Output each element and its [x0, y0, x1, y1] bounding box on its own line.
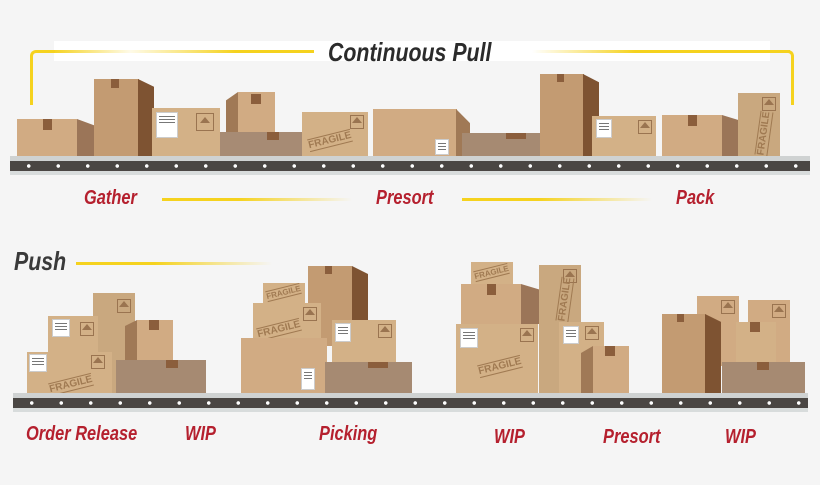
- box: FRAGILE: [302, 112, 368, 156]
- box: [220, 132, 302, 156]
- pull-title-banner: [54, 41, 770, 61]
- box: FRAGILE: [471, 262, 513, 284]
- box: [722, 115, 742, 156]
- box: [722, 362, 805, 393]
- box: [137, 320, 173, 360]
- pull-bracket-left: [30, 50, 55, 105]
- fragile-stamp: FRAGILE: [555, 276, 575, 323]
- box: [152, 108, 220, 156]
- push-stage-wip-1: WIP: [185, 423, 216, 445]
- box: [325, 362, 412, 393]
- push-conveyor-belt: [13, 393, 808, 412]
- box: FRAGILE: [456, 324, 538, 393]
- pull-line-left: [52, 50, 314, 53]
- box: [77, 119, 97, 156]
- box: [581, 346, 593, 393]
- fragile-stamp: FRAGILE: [307, 128, 353, 153]
- box: [332, 320, 396, 362]
- box: FRAGILE: [738, 93, 780, 157]
- push-stage-wip-2: WIP: [494, 426, 525, 448]
- push-stage-order-release: Order Release: [26, 423, 138, 445]
- box: [373, 109, 457, 156]
- box: FRAGILE: [253, 303, 321, 343]
- box: [116, 360, 206, 393]
- pull-stage-gather: Gather: [84, 187, 137, 209]
- pull-connector-1: [162, 198, 352, 201]
- this-side-up-icon: [350, 115, 364, 129]
- pull-connector-2: [462, 198, 652, 201]
- this-side-up-icon: [762, 97, 776, 111]
- pull-bracket-right: [769, 50, 794, 105]
- this-side-up-icon: [196, 113, 214, 131]
- push-line: [76, 262, 272, 265]
- box: [705, 314, 721, 393]
- box: [94, 79, 139, 156]
- pull-line-right: [532, 50, 790, 53]
- box: FRAGILE: [27, 352, 112, 397]
- this-side-up-icon: [638, 120, 652, 134]
- box: [662, 314, 706, 393]
- box: [461, 284, 521, 324]
- box: [593, 346, 629, 393]
- box: [462, 133, 544, 156]
- push-stage-picking: Picking: [319, 423, 378, 445]
- box: [238, 92, 275, 134]
- box: [540, 74, 584, 156]
- push-title: Push: [14, 246, 67, 276]
- box: [138, 79, 154, 156]
- box: [226, 92, 238, 134]
- pull-stage-pack: Pack: [676, 187, 715, 209]
- fragile-stamp: FRAGILE: [477, 354, 523, 379]
- fragile-stamp: FRAGILE: [473, 262, 510, 283]
- push-stage-presort: Presort: [603, 426, 661, 448]
- pull-stage-presort: Presort: [376, 187, 434, 209]
- fragile-stamp: FRAGILE: [265, 282, 302, 303]
- box: [521, 284, 541, 324]
- fragile-stamp: FRAGILE: [754, 110, 774, 157]
- box: [17, 119, 77, 156]
- box: [241, 338, 327, 393]
- box: FRAGILE: [263, 282, 305, 303]
- box: [125, 320, 137, 360]
- pull-title: Continuous Pull: [328, 37, 492, 67]
- box: [592, 116, 656, 156]
- pull-conveyor-belt: [10, 156, 810, 175]
- box: [662, 115, 722, 156]
- push-stage-wip-3: WIP: [725, 426, 756, 448]
